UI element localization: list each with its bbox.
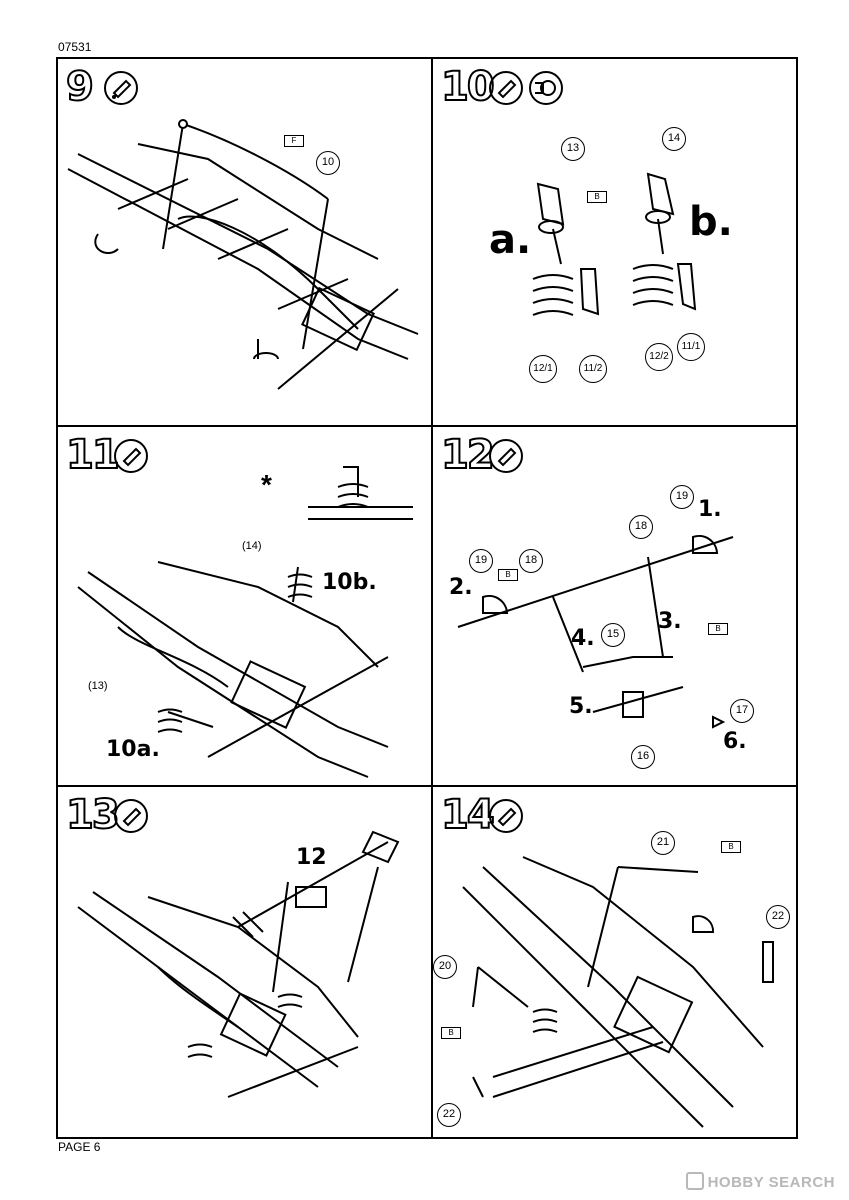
sub-step-label: 2. <box>449 575 473 600</box>
sub-step-label: 10a. <box>106 737 160 762</box>
sub-step-label: 10b. <box>322 570 377 595</box>
glue-tube-icon <box>489 439 523 473</box>
step-number: 14 <box>440 792 496 838</box>
step-11-panel: 11 * (14) 10b. (13) 10a. <box>56 425 433 787</box>
step-number: 11 <box>65 432 121 478</box>
step-12-panel: 12 19 1. 18 19 18 B 2. 3. 15 B 4. 5. 17 … <box>431 425 798 787</box>
sub-step-label: b. <box>689 199 733 245</box>
part-callout: 19 <box>469 549 493 573</box>
chassis-springs-drawing <box>77 466 413 778</box>
watermark: HOBBY SEARCH <box>685 1172 835 1191</box>
step-number: 9 <box>65 64 95 110</box>
sub-step-label: 4. <box>571 626 595 651</box>
flag-marker: B <box>721 841 741 853</box>
part-reference: (13) <box>88 680 108 692</box>
chassis-drawing <box>67 119 419 390</box>
decal-tape-icon <box>529 71 563 105</box>
flag-marker: F <box>284 135 304 147</box>
flag-marker: B <box>708 623 728 635</box>
linkage-install-drawing <box>462 856 774 1128</box>
glue-tube-icon <box>114 799 148 833</box>
flag-marker: B <box>587 191 607 203</box>
sub-step-label: 1. <box>698 497 722 522</box>
glue-tube-icon <box>489 799 523 833</box>
part-callout: 18 <box>519 549 543 573</box>
part-callout: 19 <box>670 485 694 509</box>
axle-assembly-drawing <box>457 534 734 729</box>
spring-parts-drawing <box>532 172 697 316</box>
sub-step-label: a. <box>489 217 532 263</box>
flag-marker: B <box>441 1027 461 1039</box>
hobby-search-logo-icon <box>685 1172 704 1190</box>
part-callout: 12/2 <box>645 343 673 371</box>
glue-tube-icon <box>489 71 523 105</box>
part-callout: 18 <box>629 515 653 539</box>
watermark-text: HOBBY SEARCH <box>707 1174 835 1191</box>
glue-tube-icon <box>104 71 138 105</box>
step-number: 10 <box>440 64 496 110</box>
part-callout: 20 <box>433 955 457 979</box>
flag-marker: B <box>498 569 518 581</box>
part-callout: 14 <box>662 127 686 151</box>
part-callout: 12/1 <box>529 355 557 383</box>
asterisk-note: * <box>261 469 272 500</box>
glue-tube-icon <box>114 439 148 473</box>
sub-step-label: 3. <box>658 609 682 634</box>
sub-step-label: 12 <box>296 845 327 870</box>
document-id: 07531 <box>58 40 92 54</box>
step-13-panel: 13 12 <box>56 785 433 1139</box>
part-callout: 13 <box>561 137 585 161</box>
step-9-panel: 9 F 10 <box>56 57 433 427</box>
step-number: 12 <box>440 432 496 478</box>
part-callout: 22 <box>437 1103 461 1127</box>
sub-step-label: 5. <box>569 694 593 719</box>
step-14-panel: 14 21 B 22 20 B 22 <box>431 785 798 1139</box>
part-callout: 17 <box>730 699 754 723</box>
part-callout: 10 <box>316 151 340 175</box>
part-callout: 21 <box>651 831 675 855</box>
sub-step-label: 6. <box>723 729 747 754</box>
part-callout: 16 <box>631 745 655 769</box>
page-number: PAGE 6 <box>58 1140 101 1154</box>
step-number: 13 <box>65 792 121 838</box>
part-callout: 15 <box>601 623 625 647</box>
step-10-panel: 10 13 14 B a. b. 12/1 11/2 12/2 11/1 <box>431 57 798 427</box>
axle-install-drawing <box>77 830 400 1098</box>
part-reference: (14) <box>242 540 262 552</box>
part-callout: 22 <box>766 905 790 929</box>
part-callout: 11/1 <box>677 333 705 361</box>
part-callout: 11/2 <box>579 355 607 383</box>
